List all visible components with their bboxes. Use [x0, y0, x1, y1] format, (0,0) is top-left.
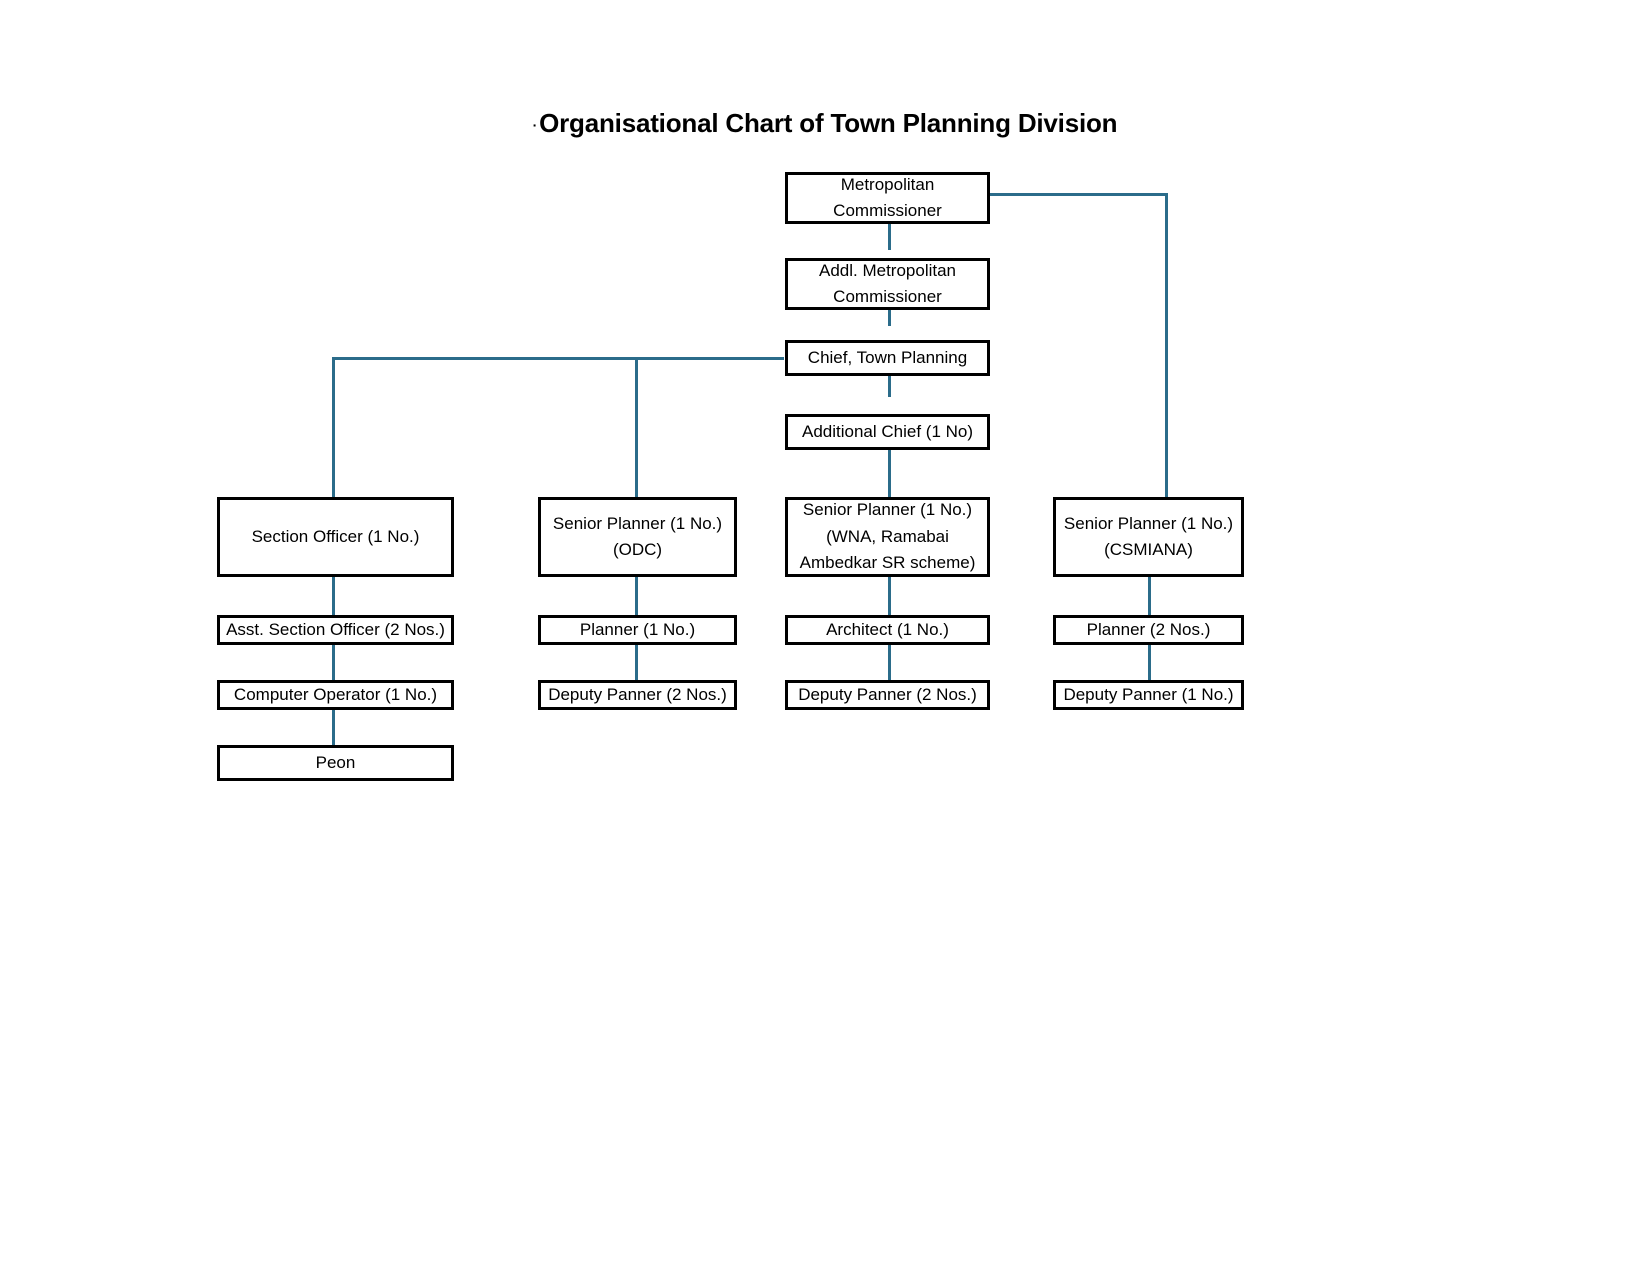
node-addl-metropolitan-commissioner-label: Addl. Metropolitan Commissioner	[818, 260, 957, 306]
connector-chief-left-bus	[332, 357, 784, 360]
node-peon[interactable]: Peon	[217, 745, 454, 781]
node-senior-planner-wna[interactable]: Senior Planner (1 No.) (WNA, Ramabai Amb…	[785, 497, 990, 577]
node-asst-section-officer[interactable]: Asst. Section Officer (2 Nos.)	[217, 615, 454, 645]
node-deputy-panner-wna[interactable]: Deputy Panner (2 Nos.)	[785, 680, 990, 710]
connector-planner-to-deputy-panner-odc	[635, 638, 638, 683]
node-metropolitan-commissioner-label: Metropolitan Commissioner	[833, 174, 942, 220]
page-title-text: Organisational Chart of Town Planning Di…	[539, 108, 1118, 138]
connector-senior-planner-wna-to-architect	[888, 573, 891, 618]
node-chief-town-planning[interactable]: Chief, Town Planning	[785, 340, 990, 376]
node-chief-town-planning-label: Chief, Town Planning	[807, 347, 968, 367]
node-senior-planner-odc-label: Senior Planner (1 No.) (ODC)	[552, 513, 723, 559]
title-bullet: ·	[532, 117, 538, 134]
node-deputy-panner-odc[interactable]: Deputy Panner (2 Nos.)	[538, 680, 737, 710]
node-computer-operator[interactable]: Computer Operator (1 No.)	[217, 680, 454, 710]
node-planner-csmiana[interactable]: Planner (2 Nos.)	[1053, 615, 1244, 645]
connector-section-officer-to-asst	[332, 573, 335, 618]
connector-addchief-to-senior-planner-wna	[888, 427, 891, 498]
node-senior-planner-odc[interactable]: Senior Planner (1 No.) (ODC)	[538, 497, 737, 577]
node-senior-planner-csmiana-label: Senior Planner (1 No.) (CSMIANA)	[1063, 513, 1234, 559]
connector-mc-to-amc	[888, 218, 891, 250]
node-senior-planner-csmiana[interactable]: Senior Planner (1 No.) (CSMIANA)	[1053, 497, 1244, 577]
page-title: ·Organisational Chart of Town Planning D…	[0, 108, 1650, 139]
connector-bus-to-section-officer	[332, 357, 335, 498]
node-additional-chief-label: Additional Chief (1 No)	[801, 421, 974, 441]
node-metropolitan-commissioner[interactable]: Metropolitan Commissioner	[785, 172, 990, 224]
node-peon-label: Peon	[315, 752, 356, 772]
connector-mc-right-horizontal	[938, 193, 1168, 196]
node-asst-section-officer-label: Asst. Section Officer (2 Nos.)	[226, 619, 445, 639]
node-section-officer-label: Section Officer (1 No.)	[251, 526, 420, 546]
node-deputy-panner-csmiana-label: Deputy Panner (1 No.)	[1063, 684, 1234, 704]
connector-architect-to-deputy-panner-wna	[888, 638, 891, 683]
node-architect[interactable]: Architect (1 No.)	[785, 615, 990, 645]
connector-planner-csmiana-to-deputy-panner	[1148, 638, 1151, 683]
node-architect-label: Architect (1 No.)	[826, 619, 949, 639]
connector-chief-to-addchief	[888, 357, 891, 397]
node-deputy-panner-odc-label: Deputy Panner (2 Nos.)	[548, 684, 727, 704]
node-section-officer[interactable]: Section Officer (1 No.)	[217, 497, 454, 577]
node-senior-planner-wna-label: Senior Planner (1 No.) (WNA, Ramabai Amb…	[799, 500, 976, 573]
node-additional-chief[interactable]: Additional Chief (1 No)	[785, 414, 990, 450]
connector-bus-to-senior-planner-odc	[635, 357, 638, 498]
node-deputy-panner-csmiana[interactable]: Deputy Panner (1 No.)	[1053, 680, 1244, 710]
node-planner-odc-label: Planner (1 No.)	[579, 619, 696, 639]
connector-computer-operator-to-peon	[332, 700, 335, 745]
node-planner-odc[interactable]: Planner (1 No.)	[538, 615, 737, 645]
node-deputy-panner-wna-label: Deputy Panner (2 Nos.)	[798, 684, 977, 704]
connector-mc-right-vertical	[1165, 193, 1168, 498]
connector-asst-to-computer-operator	[332, 638, 335, 683]
node-addl-metropolitan-commissioner[interactable]: Addl. Metropolitan Commissioner	[785, 258, 990, 310]
connector-senior-planner-csmiana-to-planner	[1148, 573, 1151, 618]
connector-senior-planner-odc-to-planner	[635, 573, 638, 618]
node-computer-operator-label: Computer Operator (1 No.)	[233, 684, 438, 704]
node-planner-csmiana-label: Planner (2 Nos.)	[1086, 619, 1211, 639]
connector-amc-to-chief	[888, 296, 891, 326]
